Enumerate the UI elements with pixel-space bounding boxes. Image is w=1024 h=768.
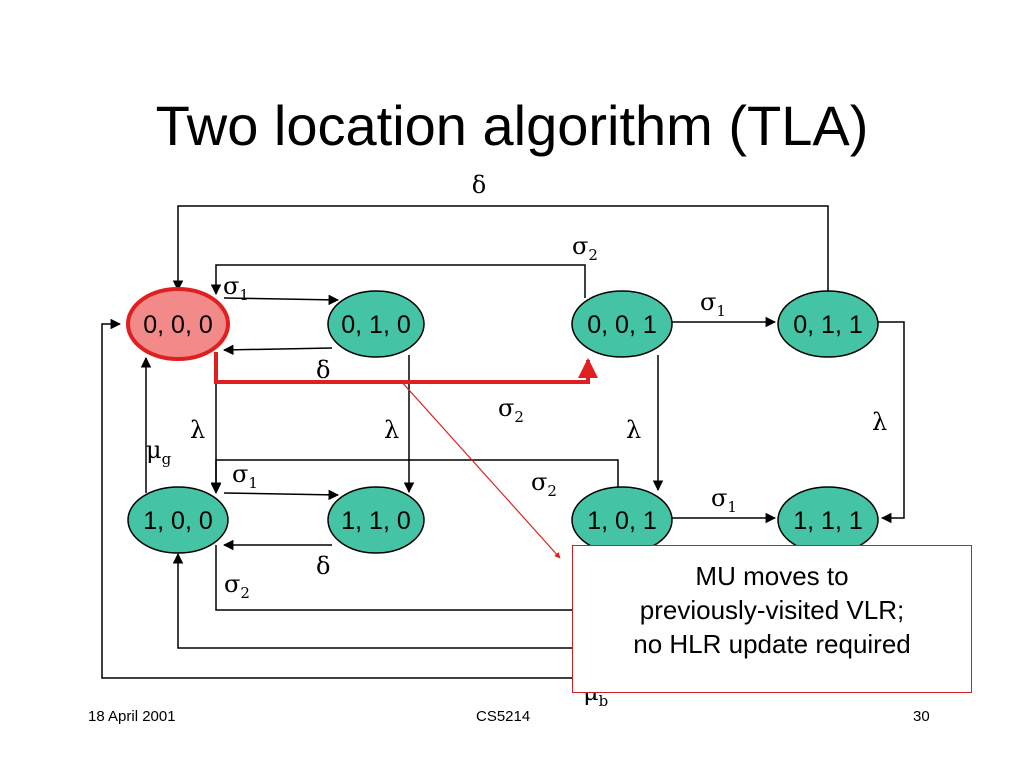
label-delta-bottom: δ xyxy=(316,552,330,580)
state-001: 0, 0, 1 xyxy=(571,290,673,358)
state-label-110: 1, 1, 0 xyxy=(341,507,411,535)
state-label-010: 0, 1, 0 xyxy=(341,311,411,339)
label-lambda-2: λ xyxy=(384,416,399,444)
label-sigma1-top-left: σ1 xyxy=(223,272,249,304)
edge-delta-011-000 xyxy=(172,205,829,298)
label-sigma1-top-right: σ1 xyxy=(700,288,726,320)
label-sigma2-bottom: σ2 xyxy=(531,468,557,500)
label-delta-top: δ xyxy=(472,171,486,199)
state-110: 1, 1, 0 xyxy=(327,486,425,554)
state-101: 1, 0, 1 xyxy=(571,486,673,554)
label-sigma2-top: σ2 xyxy=(572,232,598,264)
highlight-path-000-001 xyxy=(214,352,598,384)
edge-sigma1-100-110 xyxy=(223,489,340,501)
edge-sigma2-bottom xyxy=(215,545,600,611)
edge-delta-111-100 xyxy=(172,552,600,649)
state-011: 0, 1, 1 xyxy=(777,290,879,358)
state-label-111: 1, 1, 1 xyxy=(793,507,863,535)
state-label-100: 1, 0, 0 xyxy=(143,507,213,535)
callout-line-1: MU moves to xyxy=(695,561,849,591)
state-010: 0, 1, 0 xyxy=(327,290,425,358)
edge-mub-111-000 xyxy=(101,318,600,679)
slide-title: Two location algorithm (TLA) xyxy=(155,94,869,157)
edge-sigma2-101-100 xyxy=(210,459,619,495)
label-sigma1-bottom-left: σ1 xyxy=(232,460,258,492)
state-label-000: 0, 0, 0 xyxy=(143,311,213,339)
state-label-011: 0, 1, 1 xyxy=(793,311,863,339)
edge-sigma1-000-010 xyxy=(223,294,340,306)
state-label-101: 1, 0, 1 xyxy=(587,507,657,535)
state-100: 1, 0, 0 xyxy=(127,486,229,554)
footer-date: 18 April 2001 xyxy=(88,708,176,725)
footer-course: CS5214 xyxy=(476,708,531,725)
state-000: 0, 0, 0 xyxy=(126,287,230,361)
label-sigma1-bottom-right: σ1 xyxy=(711,484,737,516)
callout-pointer xyxy=(399,379,561,559)
state-111: 1, 1, 1 xyxy=(777,486,879,554)
label-sigma2-lower: σ2 xyxy=(224,570,250,602)
footer-page-number: 30 xyxy=(913,708,930,725)
callout-box: MU moves to previously-visited VLR; no H… xyxy=(572,545,972,693)
edge-lambda-011-111 xyxy=(878,321,905,524)
label-sigma2-mid: σ2 xyxy=(498,394,524,426)
edge-delta-010-000 xyxy=(222,344,333,356)
label-mu-g: μg xyxy=(146,436,172,468)
label-lambda-4: λ xyxy=(872,408,887,436)
callout-line-2: previously-visited VLR; xyxy=(639,594,905,625)
callout-line-3: no HLR update required xyxy=(633,628,911,659)
label-delta-mid: δ xyxy=(316,356,330,384)
state-label-001: 0, 0, 1 xyxy=(587,311,657,339)
edge-sigma2-001-000 xyxy=(210,264,586,298)
label-lambda-3: λ xyxy=(626,416,641,444)
label-lambda-1: λ xyxy=(190,416,205,444)
